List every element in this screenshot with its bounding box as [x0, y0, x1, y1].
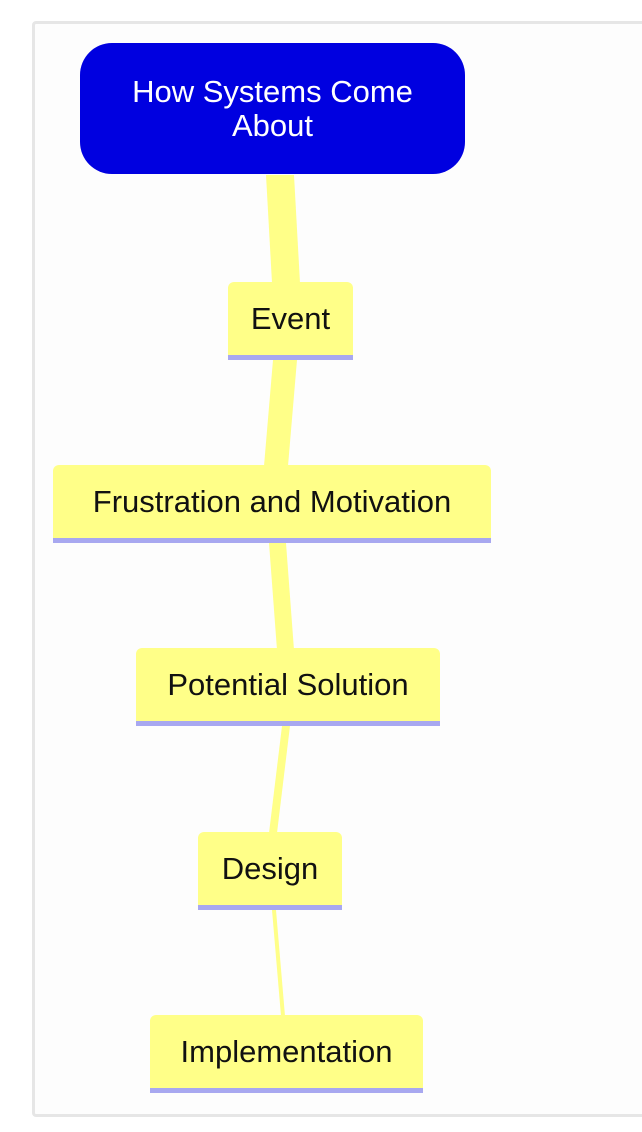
connector-design-implementation [272, 910, 285, 1016]
root-node[interactable]: How Systems Come About [80, 43, 465, 174]
connector-frustration-solution [269, 543, 294, 650]
node-potential-solution[interactable]: Potential Solution [136, 648, 440, 726]
node-frustration-and-motivation[interactable]: Frustration and Motivation [53, 465, 491, 543]
node-label: Implementation [180, 1033, 393, 1069]
connector-solution-design [269, 726, 290, 833]
connector-event-frustration [264, 360, 297, 466]
connector-root-event [266, 175, 300, 283]
diagram-canvas [32, 21, 642, 1117]
node-label: Potential Solution [167, 666, 409, 702]
root-node-label: How Systems Come About [132, 73, 413, 143]
node-label: Frustration and Motivation [92, 483, 452, 519]
node-design[interactable]: Design [198, 832, 342, 910]
node-implementation[interactable]: Implementation [150, 1015, 423, 1093]
node-label: Event [250, 300, 331, 336]
node-label: Design [221, 850, 319, 886]
node-event[interactable]: Event [228, 282, 353, 360]
